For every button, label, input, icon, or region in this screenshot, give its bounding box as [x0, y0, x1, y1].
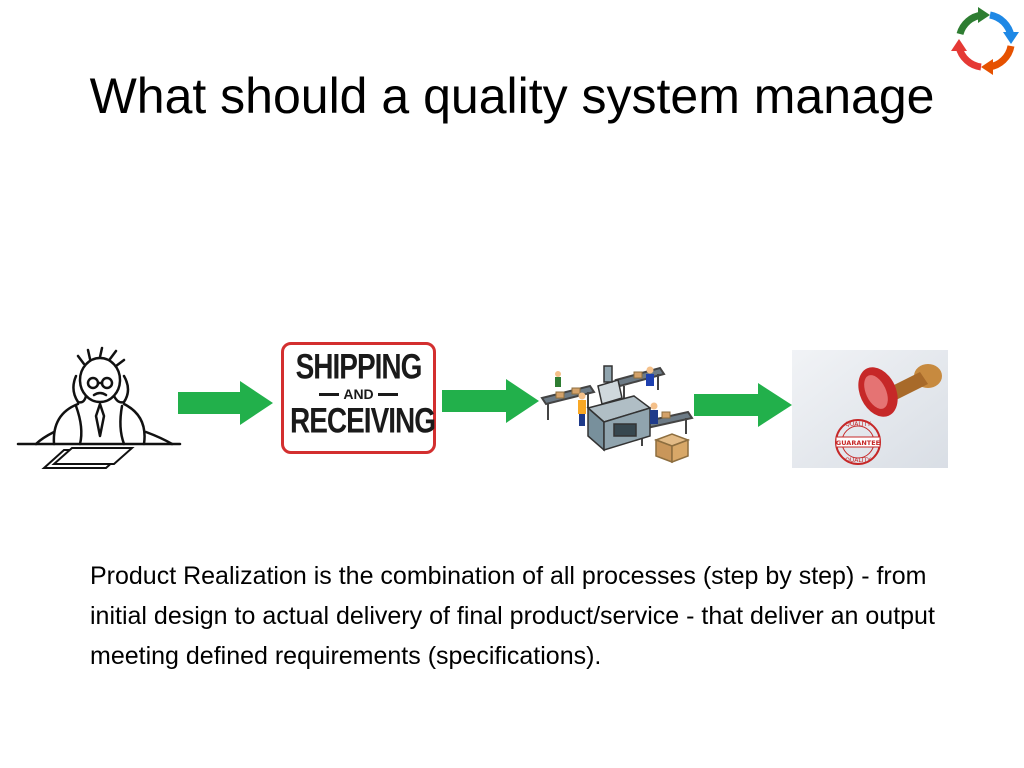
- stamp-text-bottom: QUALITY: [845, 457, 871, 464]
- shipping-receiving-sign: SHIPPING AND RECEIVING: [281, 342, 436, 454]
- cycle-arrows-logo-icon: [951, 7, 1019, 75]
- sign-line-and: AND: [343, 386, 374, 402]
- stamp-text-top: QUALITY: [845, 421, 871, 428]
- stamp-text-guarantee: GUARANTEE: [836, 439, 880, 447]
- stressed-person-icon: [16, 346, 182, 469]
- slide-title: What should a quality system manage: [89, 68, 935, 124]
- quality-stamp-illustration: QUALITY GUARANTEE QUALITY: [792, 350, 948, 468]
- factory-conveyor-icon: [540, 365, 694, 464]
- flow-arrow-icon: [178, 381, 273, 425]
- process-flow: SHIPPING AND RECEIVING: [0, 336, 1024, 476]
- quality-stamp-icon: QUALITY GUARANTEE QUALITY: [792, 350, 948, 468]
- slide-caption: Product Realization is the combination o…: [90, 562, 935, 670]
- flow-arrow-icon: [442, 379, 539, 423]
- flow-arrow-icon: [694, 383, 792, 427]
- sign-line-receiving: RECEIVING: [290, 401, 436, 440]
- sign-line-shipping: SHIPPING: [295, 347, 423, 386]
